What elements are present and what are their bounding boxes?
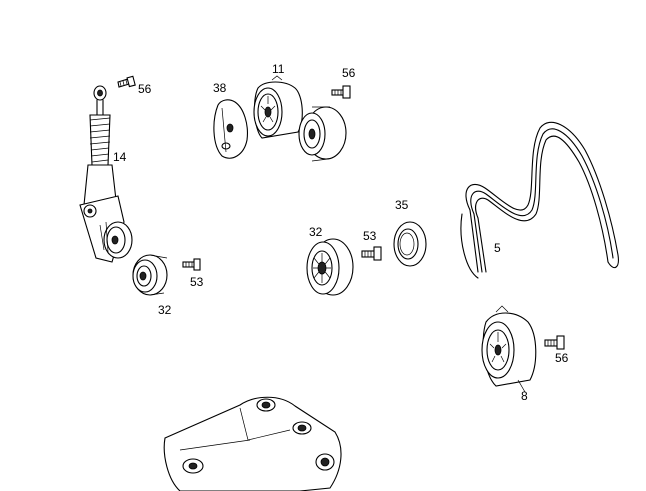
- pulley-next-to-part-11: [298, 106, 347, 162]
- bolt-part-56-top: [331, 85, 351, 99]
- callout-38: 38: [213, 81, 227, 95]
- bracket-bottom: [163, 396, 342, 491]
- idler-pulley-part-32-mid: [306, 238, 354, 296]
- callout-14: 14: [113, 150, 127, 164]
- idler-pulley-part-32-left: [132, 254, 168, 296]
- callout-56-top-left: 56: [138, 82, 152, 96]
- callout-32-left: 32: [158, 303, 172, 317]
- bolt-part-53-mid: [361, 246, 382, 261]
- bolt-part-56-left: [117, 75, 136, 88]
- bolt-part-56-right: [544, 335, 565, 350]
- poly-v-belt-part-5: [460, 121, 619, 279]
- bolt-part-53-left: [182, 258, 201, 271]
- tensioner-part-11: [253, 75, 303, 139]
- callout-53-left: 53: [190, 275, 204, 289]
- callout-11: 11: [272, 62, 285, 76]
- tensioner-part-8: [481, 305, 537, 393]
- callout-35: 35: [395, 198, 409, 212]
- seal-ring-part-35: [393, 221, 427, 267]
- callout-5: 5: [494, 241, 501, 255]
- callout-32-mid: 32: [309, 225, 323, 239]
- plate-part-38: [213, 99, 248, 159]
- callout-56-right: 56: [555, 351, 569, 365]
- tensioner-damper-part-14: [79, 85, 133, 263]
- callout-53-mid: 53: [363, 229, 377, 243]
- callout-8: 8: [521, 389, 528, 403]
- callout-56-top: 56: [342, 66, 356, 80]
